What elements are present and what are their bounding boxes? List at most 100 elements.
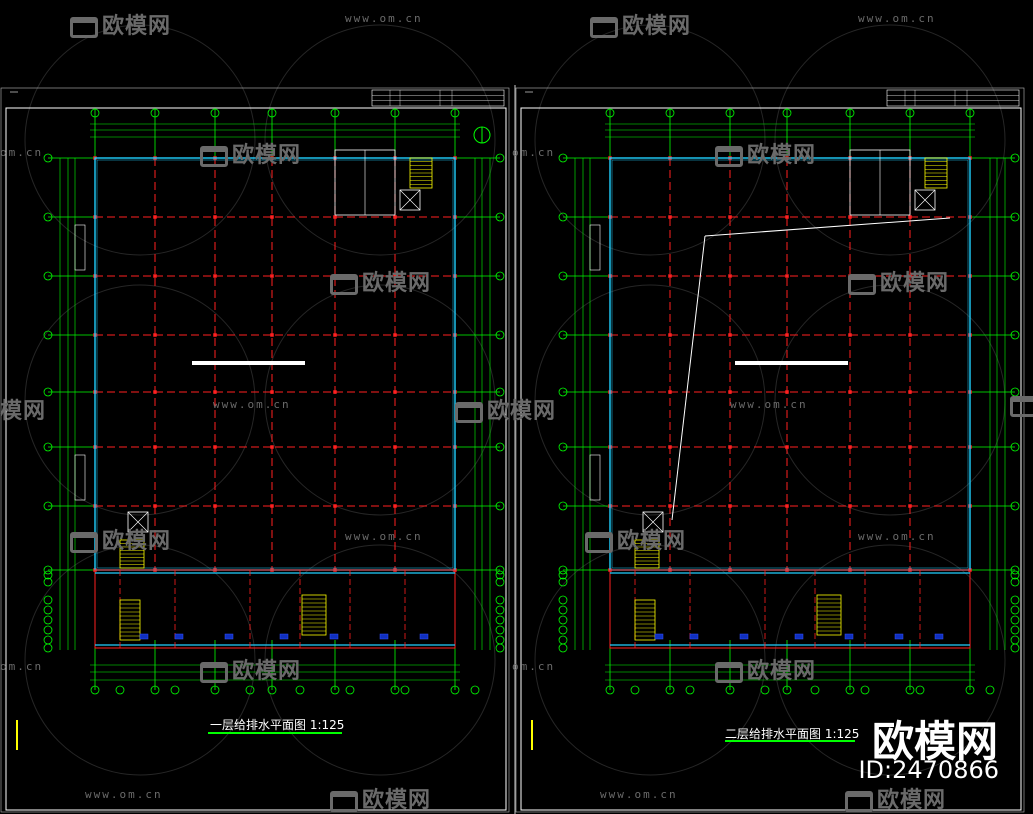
watermark-logo — [1010, 393, 1033, 418]
axis-bubble — [725, 108, 735, 118]
axis-bubble — [150, 108, 160, 118]
axis-bubble — [558, 577, 568, 587]
elevator-cross — [914, 189, 936, 211]
sheet-frame — [5, 107, 507, 811]
axis-bubble — [558, 442, 568, 452]
plumbing-fixture — [794, 633, 804, 640]
plumbing-fixture — [279, 633, 289, 640]
axis-bubble — [495, 501, 505, 511]
axis-bubble — [43, 387, 53, 397]
axis-bubble — [665, 685, 675, 695]
axis-bubble — [495, 605, 505, 615]
column-marker — [153, 445, 157, 449]
column-marker — [848, 504, 852, 508]
axis-bubble — [915, 685, 925, 695]
axis-bubble — [495, 387, 505, 397]
axis-bubble — [495, 565, 505, 575]
axis-bubble — [558, 330, 568, 340]
watermark-logo-text: 欧模网 — [747, 659, 817, 684]
plumbing-fixture — [934, 633, 944, 640]
annex-wall — [94, 569, 456, 649]
axis-bubble — [90, 108, 100, 118]
watermark-url: om.cn — [0, 660, 44, 673]
axis-bubble — [210, 685, 220, 695]
exterior-wall-inner — [611, 159, 969, 569]
axis-bubble — [450, 685, 460, 695]
column-marker — [153, 333, 157, 337]
column-marker — [848, 445, 852, 449]
column-marker — [153, 390, 157, 394]
column-marker — [333, 333, 337, 337]
axis-bubble — [43, 625, 53, 635]
elevator — [127, 511, 149, 533]
watermark-url: www.om.cn — [345, 12, 423, 25]
axis-bubble — [860, 685, 870, 695]
axis-bubble — [965, 685, 975, 695]
column-marker — [668, 215, 672, 219]
elevator-cross — [399, 189, 421, 211]
column-marker — [668, 274, 672, 278]
column-marker — [213, 274, 217, 278]
axis-bubble — [558, 501, 568, 511]
axis-bubble — [558, 212, 568, 222]
axis-bubble — [558, 635, 568, 645]
sheet-outer-frame — [0, 87, 510, 813]
axis-bubble — [267, 108, 277, 118]
watermark-logo: 欧模网 — [200, 137, 301, 169]
axis-bubble — [330, 685, 340, 695]
watermark-url: www.om.cn — [345, 530, 423, 543]
watermark-logo-text: 欧模网 — [747, 143, 817, 168]
sheet-outer-frame — [515, 87, 1025, 813]
sofa-logo-icon — [590, 16, 618, 38]
sofa-logo-icon — [330, 790, 358, 812]
exterior-wall-inner — [96, 159, 454, 569]
column-marker — [848, 333, 852, 337]
column-marker — [668, 504, 672, 508]
watermark-logo: 欧模网 — [70, 523, 171, 555]
axis-bubble — [495, 570, 505, 580]
axis-bubble — [495, 615, 505, 625]
watermark-logo: 欧模网 — [845, 782, 946, 814]
watermark-url: www.om.cn — [600, 788, 678, 801]
column-marker — [728, 504, 732, 508]
column-marker — [333, 504, 337, 508]
pipe-label-bar — [735, 361, 848, 365]
axis-bubble — [90, 685, 100, 695]
column-marker — [785, 333, 789, 337]
watermark-logo: 欧模网 — [590, 8, 691, 40]
axis-bubble — [1010, 635, 1020, 645]
axis-bubble — [558, 387, 568, 397]
watermark-logo-text: 欧模网 — [102, 529, 172, 554]
axis-bubble — [43, 442, 53, 452]
axis-bubble — [43, 271, 53, 281]
column-marker — [333, 390, 337, 394]
sofa-logo-icon — [715, 145, 743, 167]
brand-name: 欧模网 — [871, 717, 998, 766]
axis-bubble — [345, 685, 355, 695]
watermark-circle — [774, 544, 1006, 776]
leader-line — [671, 235, 706, 521]
watermark-circle — [264, 24, 496, 256]
watermark-url: om.cn — [0, 146, 44, 159]
watermark-url: www.om.cn — [858, 530, 936, 543]
column-marker — [213, 504, 217, 508]
axis-bubble — [43, 643, 53, 653]
axis-bubble — [782, 685, 792, 695]
watermark-logo-text: 欧模网 — [232, 143, 302, 168]
column-marker — [393, 215, 397, 219]
pipe-label-bar — [192, 361, 305, 365]
axis-bubble — [43, 570, 53, 580]
axis-bubble — [605, 108, 615, 118]
axis-bubble — [495, 271, 505, 281]
column-marker — [333, 445, 337, 449]
title-block — [371, 89, 505, 107]
axis-bubble — [558, 595, 568, 605]
column-marker — [668, 390, 672, 394]
column-marker — [728, 215, 732, 219]
axis-bubble — [43, 577, 53, 587]
sofa-logo-icon — [848, 273, 876, 295]
watermark-logo: 欧模网 — [585, 523, 686, 555]
axis-bubble — [495, 330, 505, 340]
watermark-logo-text: 欧模网 — [622, 14, 692, 39]
